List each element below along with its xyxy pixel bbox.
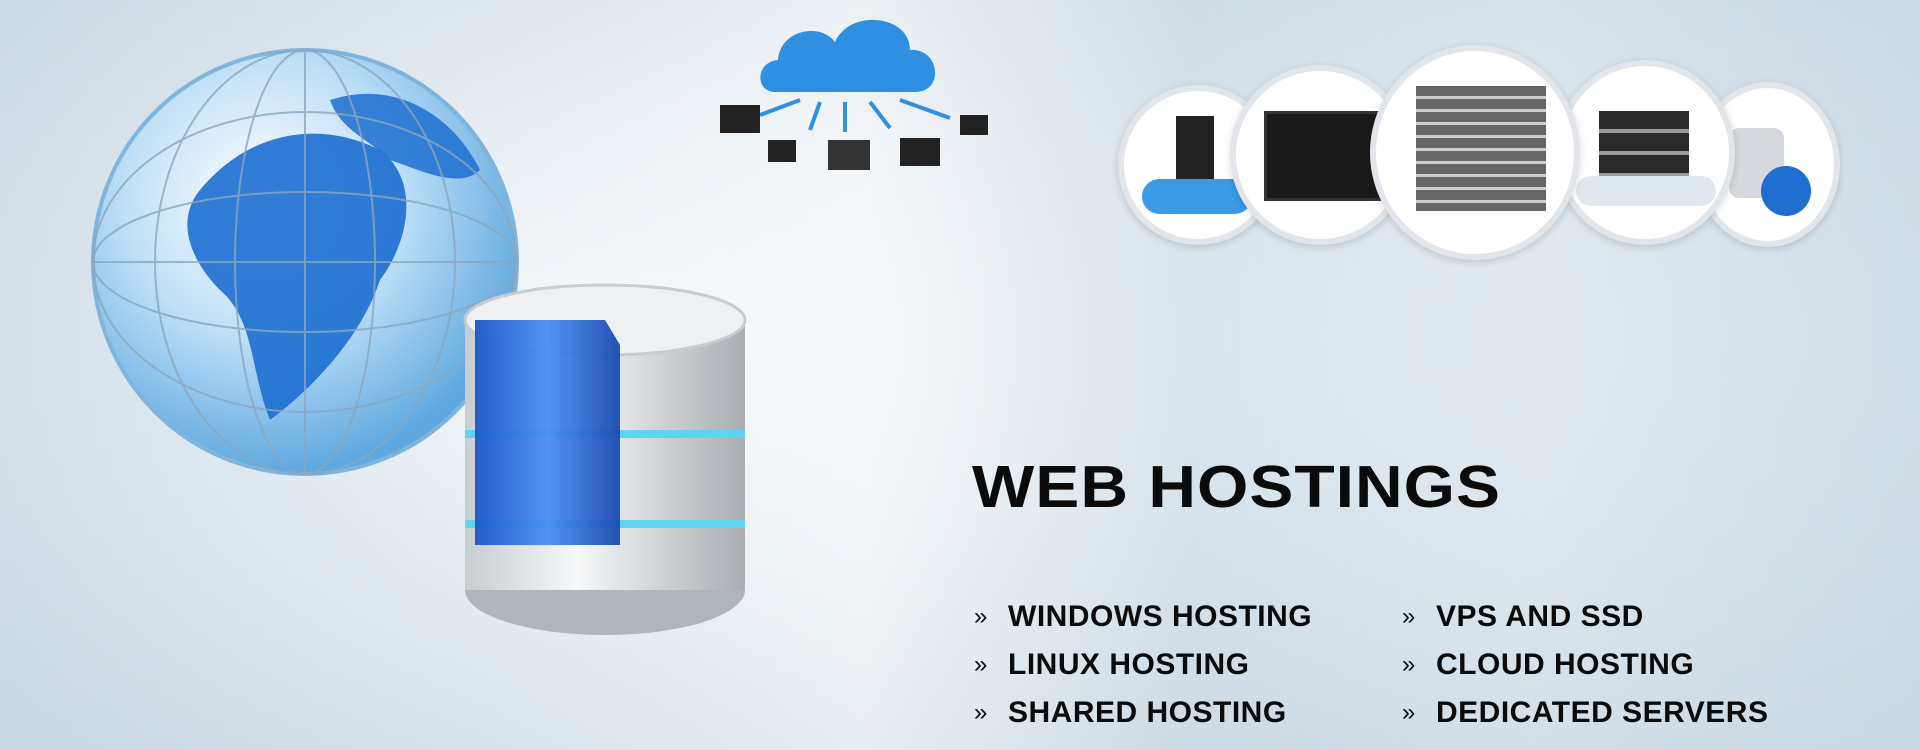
database-globe-icon: [1695, 82, 1840, 247]
chevron-right-icon: »: [1402, 699, 1416, 726]
service-label: DEDICATED SERVERS: [1436, 696, 1769, 729]
cloud-storage-icon: [1555, 60, 1735, 245]
globe-icon: [91, 48, 519, 476]
service-label: SHARED HOSTING: [1008, 696, 1287, 729]
chevron-right-icon: »: [974, 603, 988, 630]
service-label: WINDOWS HOSTING: [1008, 600, 1313, 633]
cloud-network-icon: [720, 19, 988, 170]
service-windows-hosting[interactable]: » WINDOWS HOSTING: [974, 600, 1312, 634]
service-dedicated-servers[interactable]: » DEDICATED SERVERS: [1402, 696, 1768, 730]
service-label: VPS AND SSD: [1436, 600, 1644, 633]
database-icon: [463, 283, 747, 635]
service-label: LINUX HOSTING: [1008, 648, 1250, 681]
service-linux-hosting[interactable]: » LINUX HOSTING: [974, 648, 1250, 682]
chevron-right-icon: »: [974, 651, 988, 678]
service-vps-and-ssd[interactable]: » VPS AND SSD: [1402, 600, 1644, 634]
chevron-right-icon: »: [1402, 603, 1416, 630]
server-stack-icon: [1370, 45, 1580, 260]
service-label: CLOUD HOSTING: [1436, 648, 1695, 681]
chevron-right-icon: »: [1402, 651, 1416, 678]
service-cloud-hosting[interactable]: » CLOUD HOSTING: [1402, 648, 1694, 682]
chevron-right-icon: »: [974, 699, 988, 726]
page-title: WEB HOSTINGS: [972, 452, 1502, 520]
service-shared-hosting[interactable]: » SHARED HOSTING: [974, 696, 1287, 730]
